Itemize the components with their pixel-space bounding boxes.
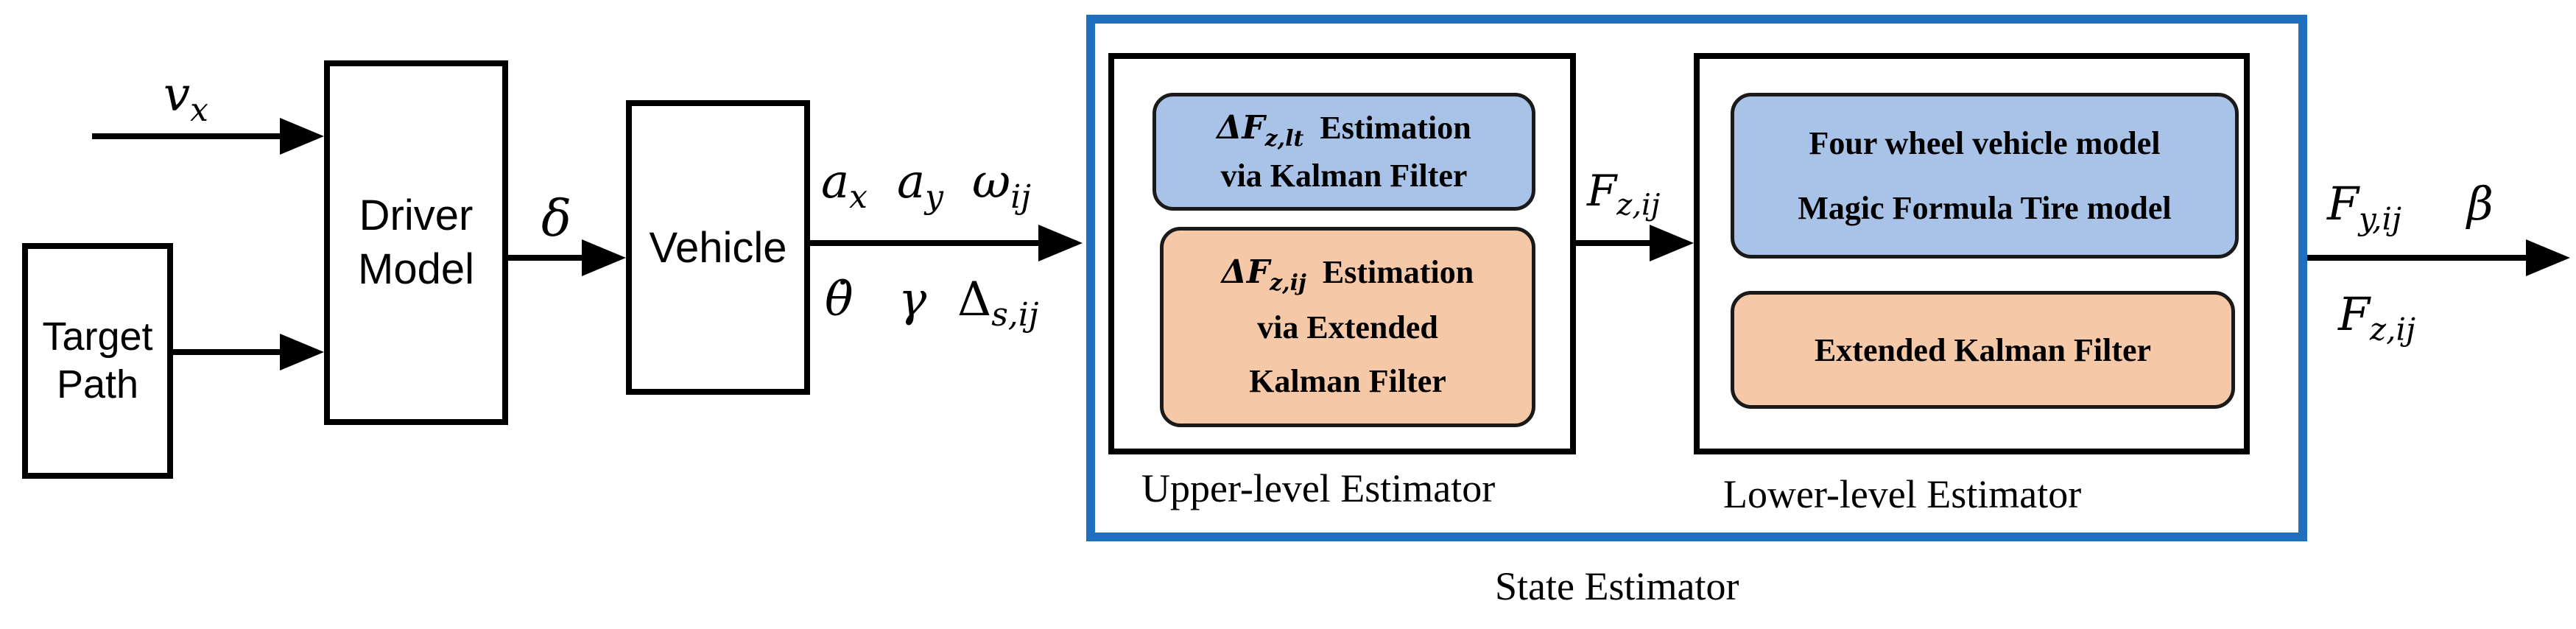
lower-extended-kalman-filter-text: Extended Kalman Filter: [1814, 331, 2152, 368]
upper-kalman-filter-pill: [1152, 93, 1535, 211]
upper-kalman-filter-text: ΔFz,lt Estimation via Kalman Filter: [1217, 108, 1471, 194]
lower-vehicle-tire-model-pill: [1731, 93, 2239, 259]
thetadot-label: θ̇: [825, 273, 854, 327]
fy-out-label: Fy,ij: [2327, 177, 2401, 237]
vx-arrowhead: [280, 118, 324, 155]
omega-label: ωij: [972, 155, 1031, 216]
vehicle-block: [626, 100, 810, 395]
vehicle-output-arrowhead: [1038, 225, 1083, 261]
ax-label: ax: [821, 155, 868, 216]
upper-extended-kalman-filter-pill: [1160, 227, 1535, 427]
upper-extended-kalman-filter-text: ΔFz,ij Estimation via Extended Kalman Fi…: [1221, 253, 1474, 399]
driver-model-label: Driver Model: [358, 191, 474, 293]
target-path-block: [22, 243, 173, 479]
lower-extended-kalman-filter-pill: [1731, 291, 2235, 409]
fz-mid-arrowhead: [1650, 225, 1694, 261]
state-estimator-block: [1086, 15, 2307, 541]
lower-level-caption: Lower-level Estimator: [1723, 472, 2082, 516]
target-path-arrowhead: [280, 334, 324, 370]
ay-label: ay: [897, 155, 944, 216]
state-estimator-caption: State Estimator: [1495, 564, 1739, 608]
vx-label: vx: [163, 68, 208, 129]
delta-s-label: Δs,ij: [957, 273, 1039, 334]
target-path-label: Target Path: [42, 314, 153, 407]
output-arrowhead: [2526, 239, 2570, 276]
driver-model-block: [324, 60, 508, 425]
gamma-label: γ: [898, 273, 927, 327]
fz-out-label: Fz,ij: [2338, 287, 2415, 348]
lower-vehicle-tire-model-text: Four wheel vehicle model Magic Formula T…: [1798, 124, 2172, 226]
fz-mid-label: Fz,ij: [1587, 166, 1661, 222]
delta-arrowhead: [582, 239, 626, 276]
vehicle-label: Vehicle: [649, 223, 787, 272]
beta-label: β: [2467, 177, 2494, 231]
upper-level-caption: Upper-level Estimator: [1141, 466, 1496, 510]
delta-label: δ: [541, 190, 571, 248]
